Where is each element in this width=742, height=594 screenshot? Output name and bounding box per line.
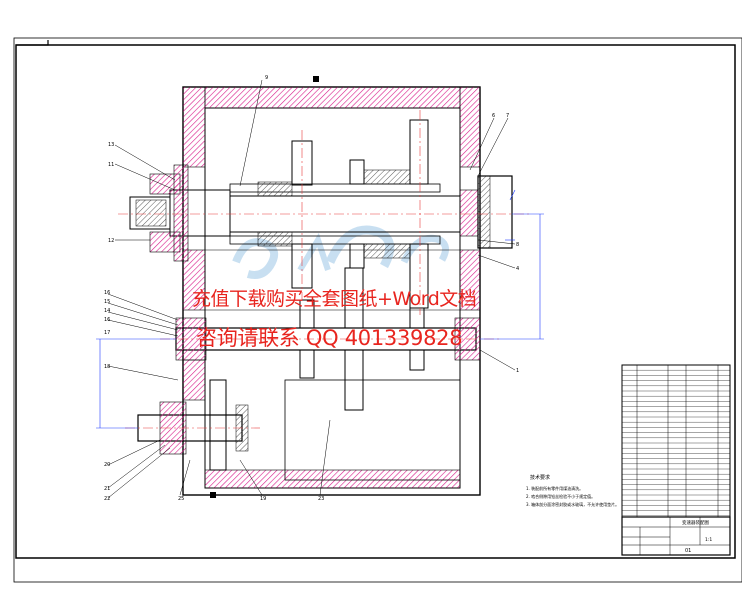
tech-requirement-3: 3. 箱体剖分面涂密封胶或水玻璃，不允许使用垫片。 — [526, 501, 619, 507]
svg-text:16: 16 — [104, 317, 110, 323]
input-shaft-upper — [129, 164, 513, 262]
svg-text:15: 15 — [104, 299, 110, 305]
svg-text:16: 16 — [104, 290, 110, 296]
tech-requirement-1: 1. 装配前所有零件用煤油清洗。 — [526, 485, 583, 491]
svg-text:18: 18 — [104, 364, 110, 370]
svg-text:13: 13 — [108, 142, 114, 148]
svg-text:6: 6 — [492, 113, 495, 119]
drawing-scale: 1:1 — [705, 537, 712, 543]
svg-text:1: 1 — [516, 368, 519, 374]
gearbox-housing — [182, 76, 481, 498]
corner-mark — [16, 40, 49, 46]
center-lines — [118, 110, 530, 429]
title-block — [621, 516, 731, 556]
svg-text:9: 9 — [265, 75, 268, 81]
sheet-outer-border — [13, 37, 742, 583]
tech-requirements-title: 技术要求 — [530, 474, 550, 481]
svg-text:21: 21 — [104, 486, 110, 492]
svg-text:11: 11 — [108, 162, 114, 168]
svg-text:19: 19 — [260, 496, 266, 502]
svg-text:12: 12 — [108, 238, 114, 244]
upper-gear-set — [257, 119, 429, 309]
svg-text:20: 20 — [104, 462, 110, 468]
watermark-line-2: 咨询请联系 QQ 401339828 — [196, 326, 463, 350]
technical-requirements: 技术要求 1. 装配前所有零件用煤油清洗。 2. 啮合侧隙用铅丝检验不小于规定值… — [526, 474, 619, 507]
svg-text:4: 4 — [516, 266, 519, 272]
svg-text:23: 23 — [318, 496, 324, 502]
svg-text:22: 22 — [104, 496, 110, 502]
drawing-number: 01 — [685, 548, 691, 554]
svg-text:17: 17 — [104, 330, 110, 336]
parts-list-table — [621, 364, 731, 518]
dimension-lines — [96, 189, 544, 429]
part-leader-lines — [107, 79, 516, 499]
tech-requirement-2: 2. 啮合侧隙用铅丝检验不小于规定值。 — [526, 493, 595, 499]
drawing-title: 变速器装配图 — [682, 519, 709, 526]
svg-text:7: 7 — [506, 113, 509, 119]
svg-text:14: 14 — [104, 308, 110, 314]
watermark-line-1: 充值下载购买全套图纸+Word文档 — [192, 288, 477, 310]
sheet-inner-border — [15, 44, 736, 559]
svg-text:8: 8 — [516, 242, 519, 248]
part-number-labels: 13 11 12 16 15 14 16 17 18 20 21 22 9 6 7 8 4 1 23 19… — [104, 75, 519, 502]
svg-text:25: 25 — [178, 496, 184, 502]
